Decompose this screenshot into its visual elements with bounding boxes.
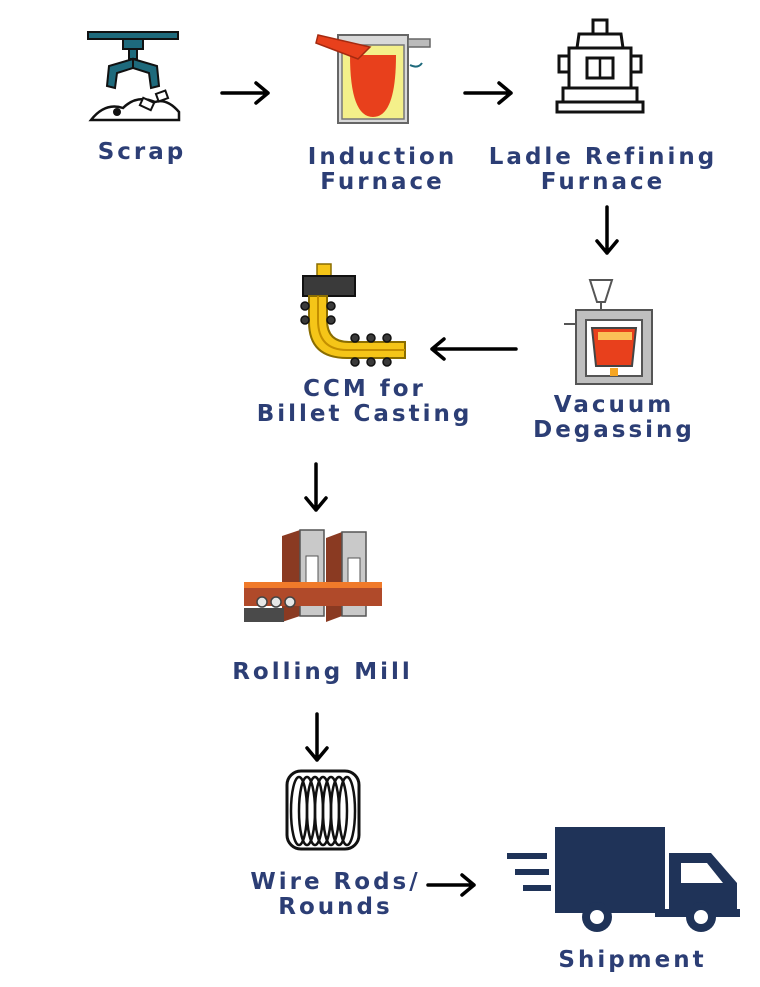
induction-furnace-label-line1: Induction — [307, 144, 458, 170]
wire-coil-icon — [285, 769, 361, 851]
vacuum-degassing-label-line1: Vacuum — [553, 392, 675, 418]
wire-rods-label-line1: Wire Rods/ — [250, 869, 421, 895]
ladle-furnace-icon — [555, 18, 645, 114]
ccm-label-line2: Billet Casting — [256, 401, 473, 427]
arrow-down-icon — [595, 205, 619, 255]
arrow-right-icon — [463, 81, 513, 105]
arrow-down-icon — [304, 462, 328, 512]
shipment-label: Shipment — [558, 947, 707, 973]
vacuum-degassing-icon — [564, 279, 653, 385]
robotic-claw-icon — [87, 31, 181, 122]
ccm-billet-casting-label: CCM for Billet Casting — [252, 377, 477, 427]
vacuum-degassing-label-line2: Degassing — [533, 417, 695, 443]
rolling-mill-icon — [244, 529, 382, 622]
rolling-mill-label: Rolling Mill — [232, 659, 413, 685]
arrow-right-icon — [426, 873, 476, 897]
induction-furnace-label: Induction Furnace — [300, 145, 465, 195]
arrow-down-icon — [305, 712, 329, 762]
ladle-refining-furnace-label-line2: Furnace — [540, 169, 666, 195]
scrap-label: Scrap — [97, 139, 187, 165]
ladle-refining-furnace-label-line1: Ladle Refining — [488, 144, 718, 170]
wire-rods-rounds-label: Wire Rods/ Rounds — [243, 870, 428, 920]
induction-furnace-icon — [315, 34, 431, 124]
ccm-label-line1: CCM for — [303, 376, 426, 402]
arrow-right-icon — [220, 81, 270, 105]
wire-rods-label-line2: Rounds — [278, 894, 393, 920]
delivery-truck-icon — [507, 827, 740, 932]
arrow-left-icon — [430, 337, 518, 361]
ladle-refining-furnace-label: Ladle Refining Furnace — [483, 145, 723, 195]
continuous-caster-icon — [300, 263, 406, 367]
vacuum-degassing-label: Vacuum Degassing — [525, 393, 703, 443]
induction-furnace-label-line2: Furnace — [320, 169, 445, 195]
